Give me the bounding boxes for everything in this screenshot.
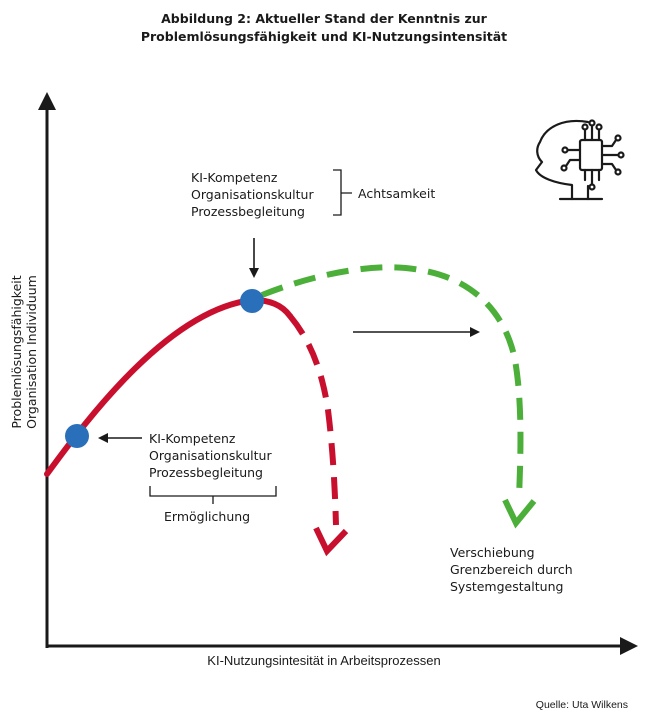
upper-bracket-label: Achtsamkeit	[358, 186, 436, 201]
figure-title: Abbildung 2: Aktueller Stand der Kenntni…	[0, 10, 648, 46]
lower-group-item-3: Prozessbegleitung	[149, 465, 263, 480]
lower-bracket	[149, 486, 277, 504]
title-line-1: Abbildung 2: Aktueller Stand der Kenntni…	[161, 11, 487, 26]
shift-label-line-3: Systemgestaltung	[450, 579, 564, 594]
red-curve-dashed	[287, 314, 339, 526]
left-arrow-head	[98, 433, 108, 443]
upper-group-item-2: Organisationskultur	[191, 187, 314, 202]
shift-label-line-2: Grenzbereich durch	[450, 562, 573, 577]
x-axis-label: KI-Nutzungsintesität in Arbeitsprozessen	[207, 653, 441, 668]
x-axis-arrowhead	[620, 637, 638, 655]
lower-group-item-2: Organisationskultur	[149, 448, 272, 463]
upper-group-item-3: Prozessbegleitung	[191, 204, 305, 219]
red-arrowhead	[313, 526, 349, 557]
lower-point	[65, 424, 89, 448]
lower-group-item-1: KI-Kompetenz	[149, 431, 236, 446]
upper-group-item-1: KI-Kompetenz	[191, 170, 278, 185]
shift-arrow-head	[470, 327, 480, 337]
y-axis-label-line-2: Organisation Individuum	[24, 275, 39, 429]
source-note: Quelle: Uta Wilkens	[535, 699, 628, 711]
ai-head-circuit-icon	[534, 119, 625, 201]
lower-bracket-label: Ermöglichung	[164, 509, 251, 524]
down-arrow-head	[249, 268, 259, 278]
upper-bracket	[333, 169, 352, 216]
title-line-2: Problemlösungsfähigkeit und KI-Nutzungsi…	[140, 29, 508, 44]
y-axis-label-line-1: Problemlösungsfähigkeit	[9, 275, 24, 429]
green-curve-dashed	[260, 264, 524, 498]
y-axis-arrowhead	[38, 92, 56, 110]
shift-label-line-1: Verschiebung	[450, 545, 535, 560]
green-arrowhead	[502, 498, 537, 529]
upper-point	[240, 289, 264, 313]
